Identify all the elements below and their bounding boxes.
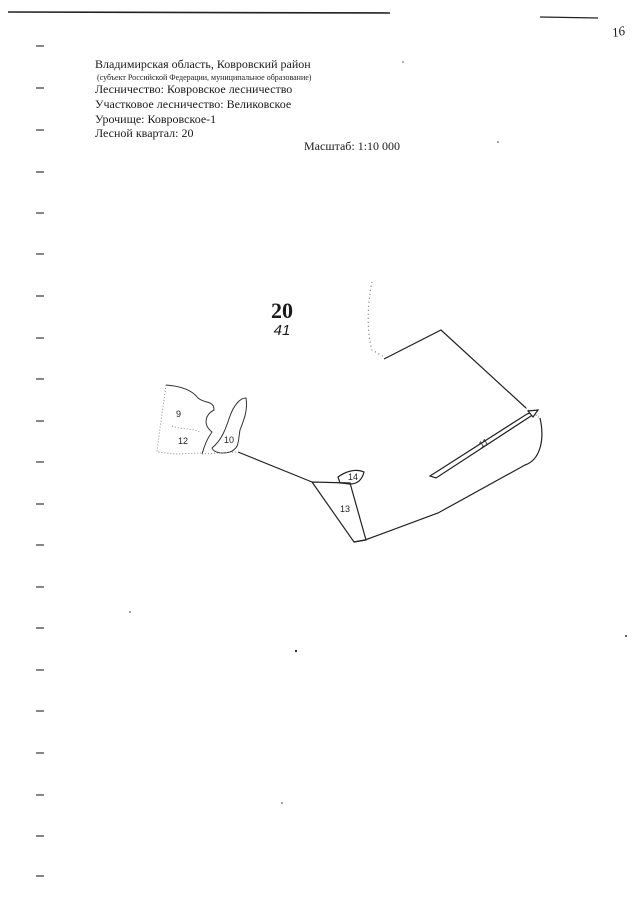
plot-label-9: 9 bbox=[176, 409, 181, 419]
scale-label: Масштаб: 1:10 000 bbox=[304, 139, 401, 153]
margin-ticks bbox=[36, 45, 44, 877]
quarter-boundary bbox=[237, 281, 543, 543]
plot-label-10: 10 bbox=[224, 435, 234, 445]
forestry-line: Лесничество: Ковровское лесничество bbox=[95, 82, 293, 96]
tract-line: Урочище: Ковровское-1 bbox=[95, 112, 217, 126]
plot-label-14: 14 bbox=[348, 472, 358, 482]
scan-specks bbox=[129, 61, 627, 804]
west-plots bbox=[156, 384, 247, 455]
quarter-number: 20 bbox=[271, 298, 293, 323]
plot-label-11: 11 bbox=[477, 436, 490, 449]
quarter-sub-number: 41 bbox=[273, 322, 291, 339]
plot-label-13: 13 bbox=[340, 504, 350, 514]
forest-quarter-line: Лесной квартал: 20 bbox=[95, 126, 194, 140]
district-forestry-line: Участковое лесничество: Великовское bbox=[95, 97, 292, 111]
plot-label-12: 12 bbox=[178, 436, 188, 446]
region-line: Владимирская область, Ковровский район bbox=[95, 57, 311, 71]
subject-note: (субъект Российской Федерации, муниципал… bbox=[97, 73, 312, 82]
